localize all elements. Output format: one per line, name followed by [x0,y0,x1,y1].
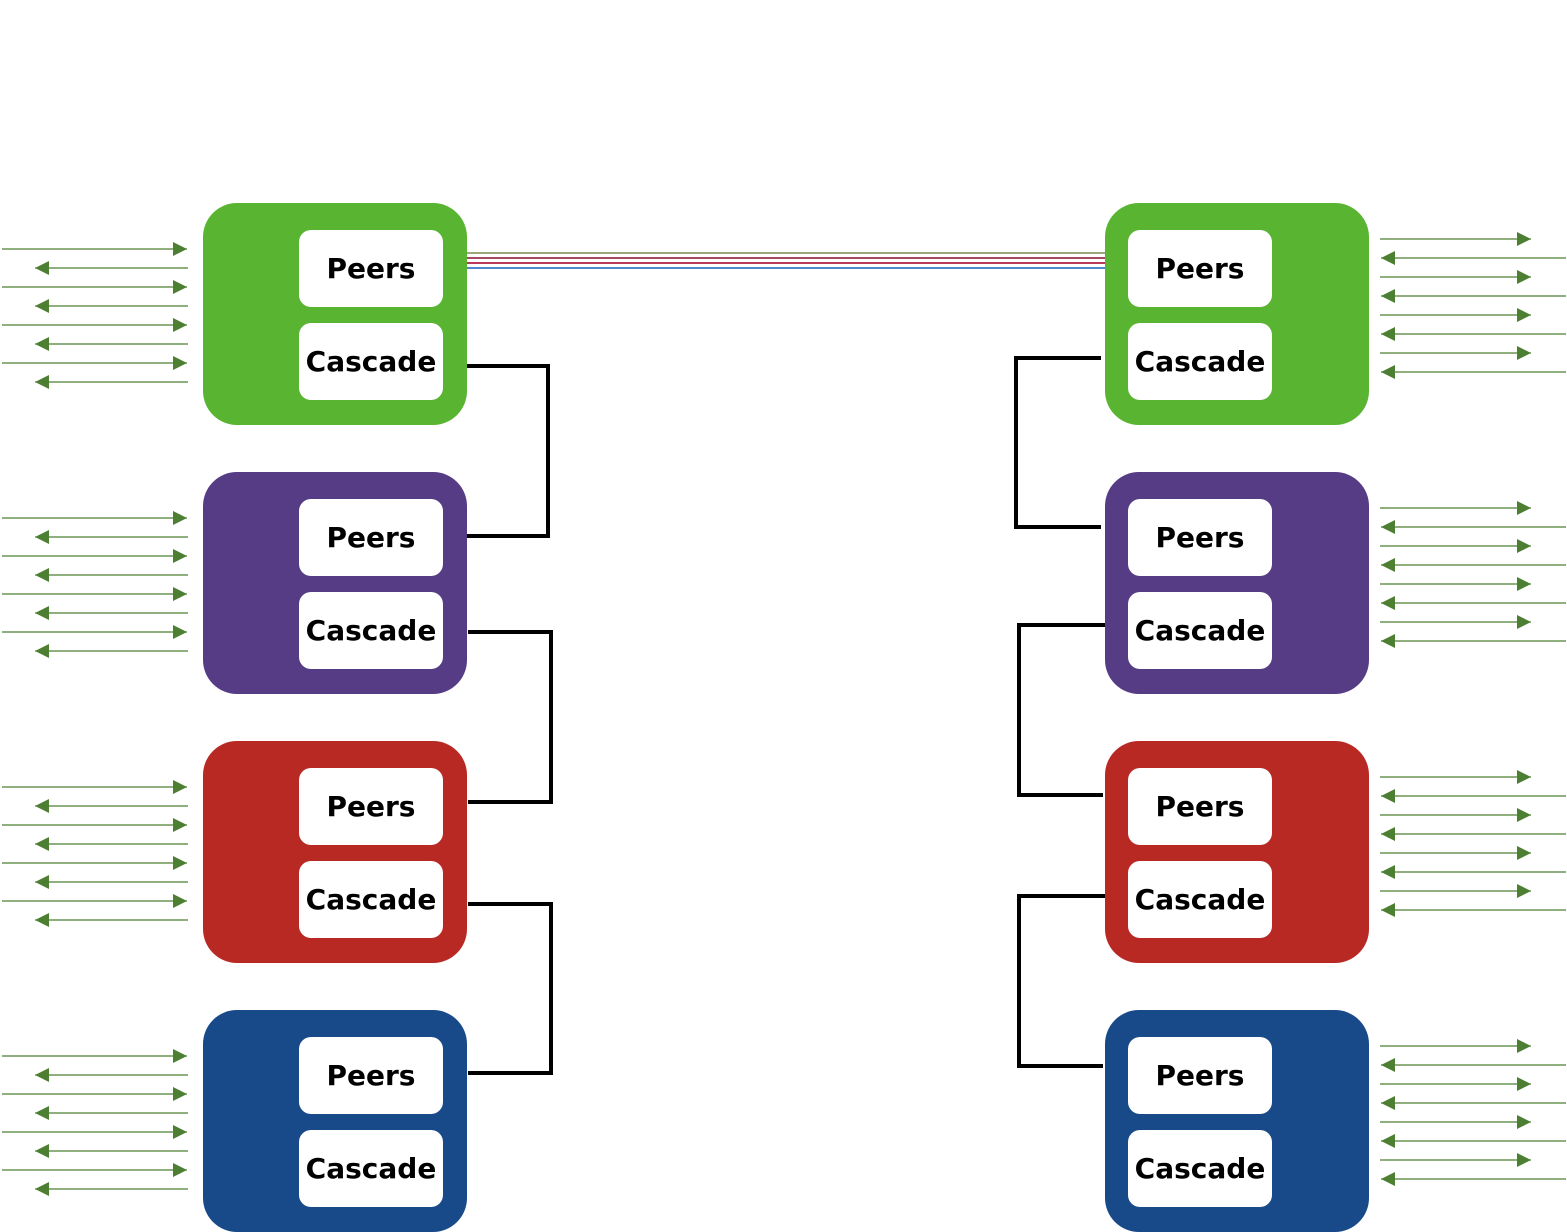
right-cascade-link-2 [1017,894,1105,1068]
peers-port[interactable]: Peers [1128,768,1272,845]
peers-port[interactable]: Peers [299,499,443,576]
peers-port[interactable]: Peers [299,768,443,845]
left-cascade-link-1 [468,630,553,804]
peers-port[interactable]: Peers [1128,499,1272,576]
cascade-port[interactable]: Cascade [1128,1130,1272,1207]
cascade-port[interactable]: Cascade [299,592,443,669]
peers-port[interactable]: Peers [299,1037,443,1114]
cascade-port[interactable]: Cascade [1128,592,1272,669]
cascade-port[interactable]: Cascade [299,323,443,400]
left-cascade-link-0 [464,364,550,538]
peers-port[interactable]: Peers [1128,1037,1272,1114]
cascade-port[interactable]: Cascade [299,1130,443,1207]
right-cascade-link-0 [1014,356,1101,529]
cascade-port[interactable]: Cascade [299,861,443,938]
right-cascade-link-1 [1017,623,1105,797]
left-cascade-link-2 [468,902,553,1075]
peers-port[interactable]: Peers [1128,230,1272,307]
cascade-port[interactable]: Cascade [1128,861,1272,938]
peers-port[interactable]: Peers [299,230,443,307]
cascade-port[interactable]: Cascade [1128,323,1272,400]
